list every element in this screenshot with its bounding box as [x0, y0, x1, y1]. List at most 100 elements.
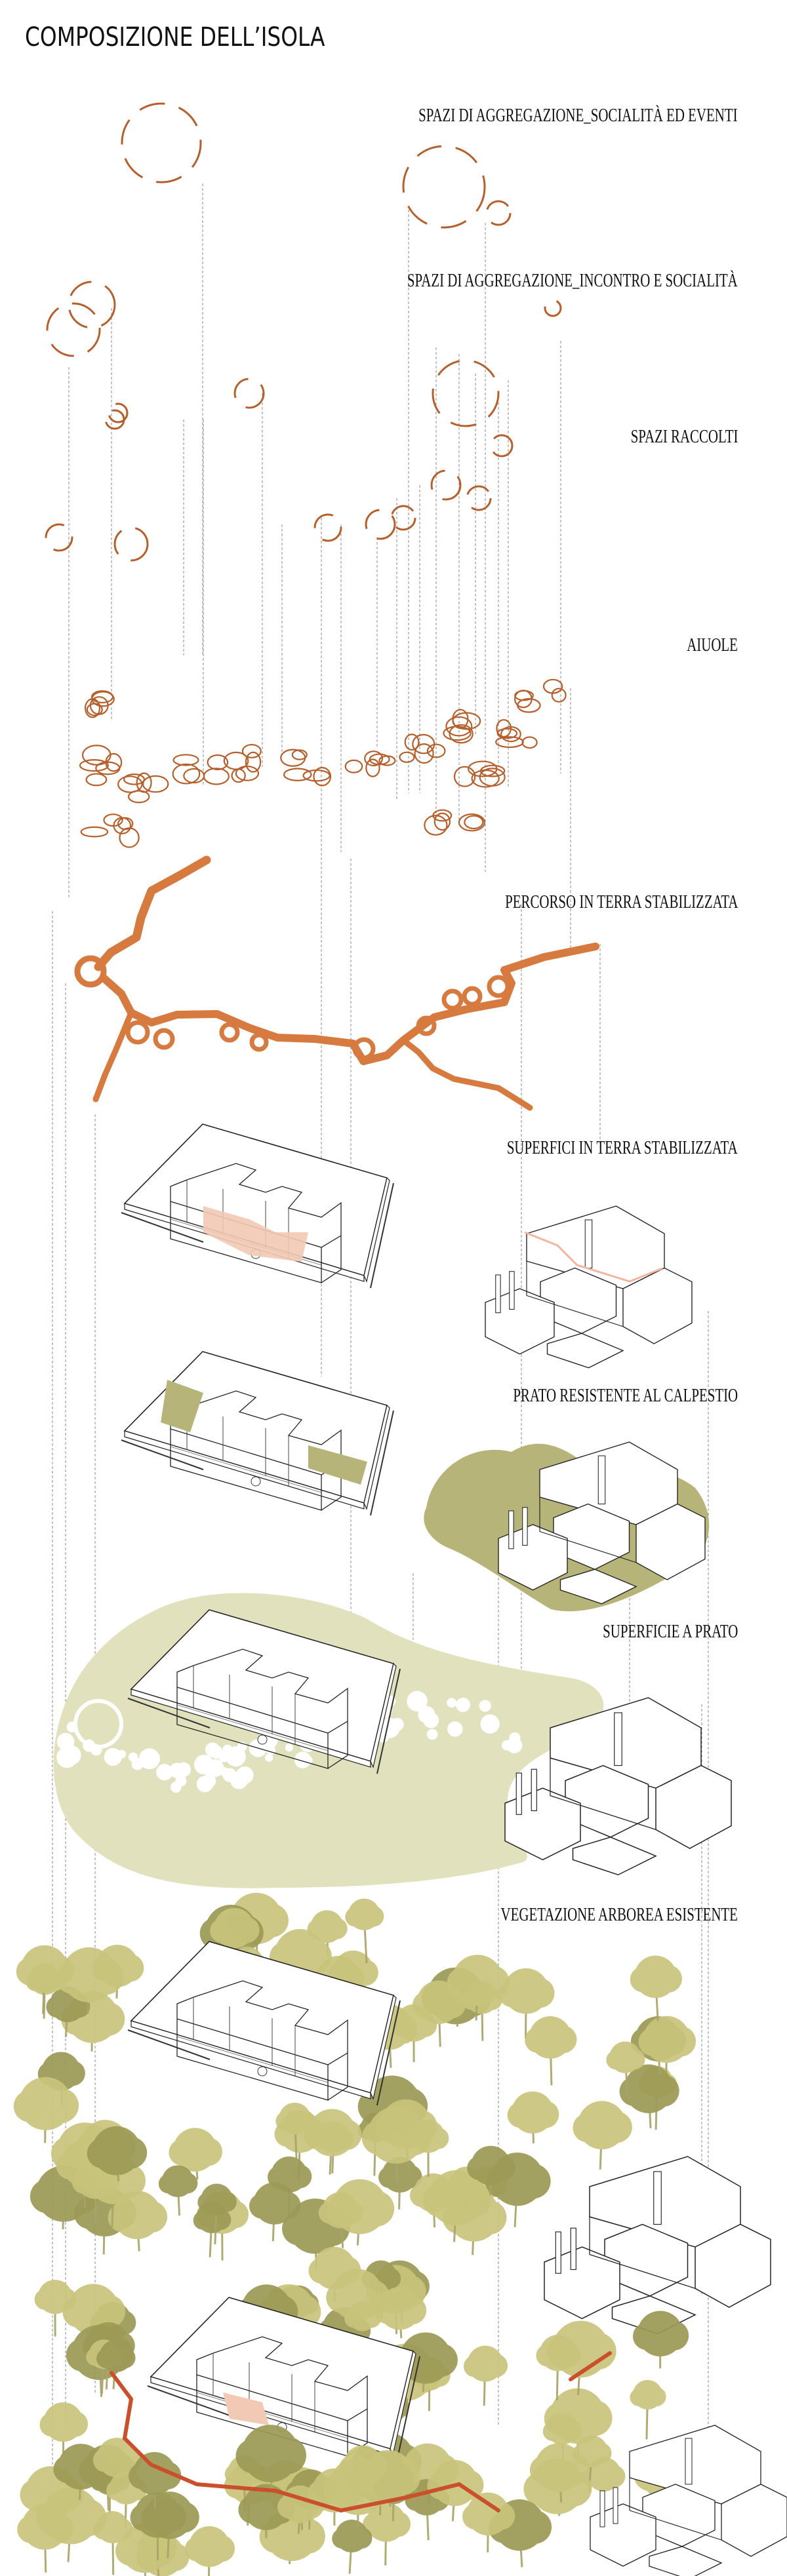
tree [463, 2345, 508, 2406]
tree [92, 2438, 142, 2493]
tree-canopy [216, 2191, 237, 2212]
arc [390, 505, 416, 531]
tree-canopy [531, 2100, 559, 2128]
lawn-path-hole [285, 1744, 294, 1752]
tree-canopy [573, 2113, 602, 2143]
aggregation-space-arcs [45, 102, 562, 562]
arc [113, 526, 149, 562]
tree-canopy [363, 1905, 384, 1927]
tree-canopy [454, 2181, 491, 2218]
lawn-path-hole [266, 1746, 276, 1755]
tree [158, 2165, 198, 2216]
flowerbed-lobe [207, 754, 229, 771]
lawn-path-hole [128, 1752, 138, 1762]
flowerbed-lobe [79, 759, 110, 772]
tree [96, 2339, 136, 2390]
tree-canopy [254, 1903, 289, 1938]
flowerbed [443, 709, 481, 744]
flowerbed-lobe [464, 815, 484, 830]
tree-canopy [576, 2400, 613, 2436]
tree-canopy [91, 2002, 125, 2036]
tree-canopy [168, 2501, 199, 2533]
tree-canopy [332, 2528, 352, 2549]
page-title: COMPOSIZIONE DELL’ISOLA [25, 22, 325, 52]
tree [630, 2379, 666, 2440]
tree-canopy [193, 2137, 223, 2166]
tree [632, 2311, 689, 2369]
tree-canopy [427, 2127, 449, 2149]
flowerbed-lobe [123, 773, 146, 785]
tree [529, 2443, 590, 2503]
arc [46, 302, 101, 357]
tree-canopy [546, 2334, 581, 2369]
tree-canopy [624, 2048, 645, 2070]
tree-canopy [294, 2110, 315, 2131]
lawn-path-hole [170, 1782, 182, 1793]
lawn-path-hole [509, 1732, 521, 1744]
flowerbed [80, 813, 140, 848]
flowerbed-lobe [445, 716, 473, 737]
tree [39, 2402, 89, 2455]
tree-canopy [462, 2503, 489, 2530]
tree-canopy [638, 2027, 667, 2056]
tree [34, 2280, 77, 2337]
flowerbed-lobe [432, 809, 453, 822]
lawn-path-hole [447, 1698, 457, 1708]
lawn-path-hole [138, 1748, 160, 1770]
arc [365, 509, 396, 540]
lawn-path-hole [426, 1728, 438, 1740]
arc [104, 409, 125, 430]
tree-canopy [603, 2465, 626, 2488]
flowerbed-lobe [453, 766, 476, 787]
tree [332, 2519, 373, 2574]
tree-canopy [427, 2472, 455, 2500]
flowerbed-lobe [496, 728, 518, 739]
tree-canopy [20, 2479, 52, 2511]
tree [62, 2284, 126, 2347]
tree-canopy [463, 2355, 485, 2377]
tree-canopy [386, 2461, 420, 2495]
layer-label-path: PERCORSO IN TERRA STABILIZZATA [504, 891, 738, 912]
lawn-path-hole [423, 1712, 439, 1728]
flowerbed-lobe [399, 751, 415, 763]
lawn-path-hole [196, 1776, 214, 1793]
flowerbed-lobe [235, 766, 260, 781]
flowerbed-lobe [551, 688, 567, 703]
tree [573, 2101, 632, 2170]
paved-courtyard [203, 1206, 308, 1262]
tree-canopy [16, 1957, 45, 1986]
tree-canopy [282, 2212, 315, 2246]
tree-canopy [277, 2495, 300, 2518]
tree [606, 2041, 645, 2095]
tree-canopy [144, 2534, 176, 2567]
lawn-path-hole [206, 1759, 224, 1778]
lawn-path-hole [62, 1746, 81, 1765]
tree-canopy [549, 2025, 577, 2054]
tree-canopy [398, 2296, 427, 2324]
tree-canopy [235, 2438, 271, 2474]
flowerbed-lobe [85, 773, 108, 787]
lawn-path-hole [222, 1744, 233, 1755]
tree-canopy [60, 2060, 85, 2086]
tree-canopy [525, 2027, 551, 2053]
flowerbed-lobe [495, 736, 524, 749]
tree-canopy [647, 2387, 666, 2407]
tree [638, 2016, 696, 2073]
tree-canopy [619, 2077, 649, 2107]
tree-canopy [378, 2166, 400, 2189]
tree [630, 1955, 682, 2021]
tree-canopy [453, 2470, 484, 2501]
tree-canopy [630, 1966, 656, 1993]
flowerbed [495, 719, 538, 749]
flowerbed [514, 678, 567, 713]
flowerbed-lobe [443, 726, 472, 741]
stabilized-earth-path [74, 855, 599, 1111]
tree [408, 2120, 449, 2177]
arc [485, 200, 512, 226]
flowerbed [79, 745, 123, 787]
tree-canopy [87, 1959, 124, 1995]
tree-canopy [197, 2193, 217, 2212]
flowerbed-lobe [434, 812, 451, 831]
tree-canopy [579, 2332, 616, 2370]
tree-canopy [30, 2179, 64, 2214]
